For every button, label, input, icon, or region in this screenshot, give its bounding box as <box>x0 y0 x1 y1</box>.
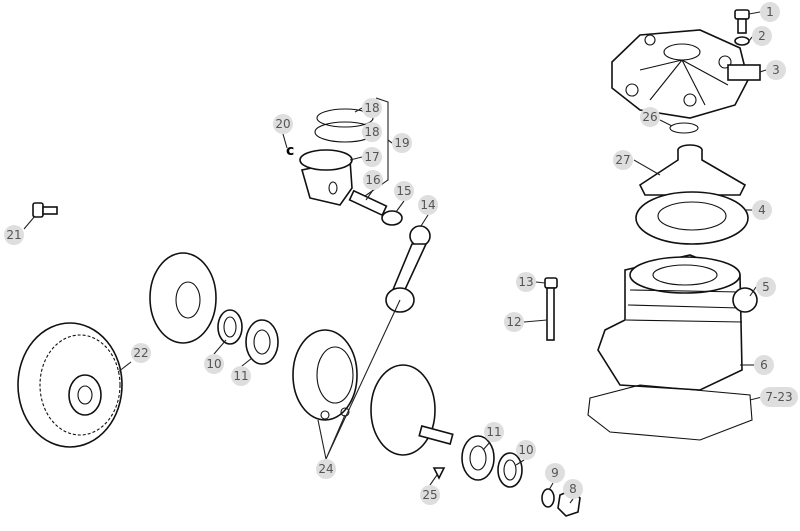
main-bearing <box>245 319 279 365</box>
svg-text:7-23: 7-23 <box>765 390 792 404</box>
svg-text:2: 2 <box>758 29 766 43</box>
callout-24: 24 <box>316 459 336 479</box>
svg-text:9: 9 <box>551 466 559 480</box>
cylinder <box>597 254 758 391</box>
callout-7-23: 7-23 <box>760 387 798 407</box>
callout-16: 16 <box>363 170 383 190</box>
callout-17: 17 <box>362 147 382 167</box>
svg-text:22: 22 <box>133 346 148 360</box>
callout-4: 4 <box>752 200 772 220</box>
callout-15: 15 <box>394 181 414 201</box>
svg-text:17: 17 <box>364 150 379 164</box>
callout-21: 21 <box>4 225 24 245</box>
svg-text:19: 19 <box>394 136 409 150</box>
callout-2: 2 <box>752 26 772 46</box>
svg-text:25: 25 <box>422 488 437 502</box>
svg-text:13: 13 <box>518 275 533 289</box>
callout-26: 26 <box>640 107 660 127</box>
svg-text:6: 6 <box>760 358 768 372</box>
oil-seal <box>217 309 243 345</box>
svg-text:15: 15 <box>396 184 411 198</box>
svg-text:26: 26 <box>642 110 657 124</box>
svg-text:12: 12 <box>506 315 521 329</box>
callout-22: 22 <box>131 343 151 363</box>
svg-text:8: 8 <box>569 482 577 496</box>
callout-14: 14 <box>418 195 438 215</box>
callout-9: 9 <box>545 463 565 483</box>
callout-27: 27 <box>613 150 633 170</box>
callout-10: 10 <box>204 354 224 374</box>
callout-5: 5 <box>756 277 776 297</box>
callout-18: 18 <box>362 122 382 142</box>
callout-11: 11 <box>231 366 251 386</box>
callout-10: 10 <box>516 440 536 460</box>
svg-text:5: 5 <box>762 280 770 294</box>
piston-ring <box>316 108 374 128</box>
circlip: c <box>286 143 294 159</box>
svg-text:24: 24 <box>318 462 333 476</box>
stud-and-nut <box>544 277 558 341</box>
svg-text:10: 10 <box>206 357 221 371</box>
head-bolt <box>734 9 750 34</box>
svg-text:16: 16 <box>365 173 380 187</box>
callout-25: 25 <box>420 485 440 505</box>
piston-pin <box>348 189 388 217</box>
oil-seal <box>497 452 523 488</box>
crankshaft <box>292 329 454 456</box>
callout-12: 12 <box>504 312 524 332</box>
svg-text:11: 11 <box>486 425 501 439</box>
bolt <box>32 202 58 218</box>
callout-6: 6 <box>754 355 774 375</box>
leader-lines <box>23 11 767 504</box>
woodruff-key <box>432 467 446 480</box>
clutch-drum <box>149 252 217 344</box>
o-ring <box>669 122 699 134</box>
washer <box>541 488 555 508</box>
cylinder-head <box>611 29 761 119</box>
svg-text:10: 10 <box>518 443 533 457</box>
clutch-basket <box>17 322 123 448</box>
callout-13: 13 <box>516 272 536 292</box>
callout-11: 11 <box>484 422 504 442</box>
svg-text:18: 18 <box>364 125 379 139</box>
combustion-chamber-insert <box>635 144 749 245</box>
svg-text:4: 4 <box>758 203 766 217</box>
piston <box>299 149 353 206</box>
callout-8: 8 <box>563 479 583 499</box>
base-gasket <box>587 384 753 441</box>
washer <box>734 36 750 46</box>
callout-18: 18 <box>362 98 382 118</box>
callout-20: 20 <box>273 114 293 134</box>
svg-text:27: 27 <box>615 153 630 167</box>
connecting-rod <box>385 225 431 313</box>
svg-text:3: 3 <box>772 63 780 77</box>
callout-19: 19 <box>392 133 412 153</box>
svg-text:21: 21 <box>6 228 21 242</box>
callout-3: 3 <box>766 60 786 80</box>
svg-text:1: 1 <box>766 5 774 19</box>
svg-text:11: 11 <box>233 369 248 383</box>
needle-bearing <box>381 210 403 226</box>
svg-text:18: 18 <box>364 101 379 115</box>
svg-text:20: 20 <box>275 117 290 131</box>
svg-text:14: 14 <box>420 198 435 212</box>
callout-1: 1 <box>760 2 780 22</box>
